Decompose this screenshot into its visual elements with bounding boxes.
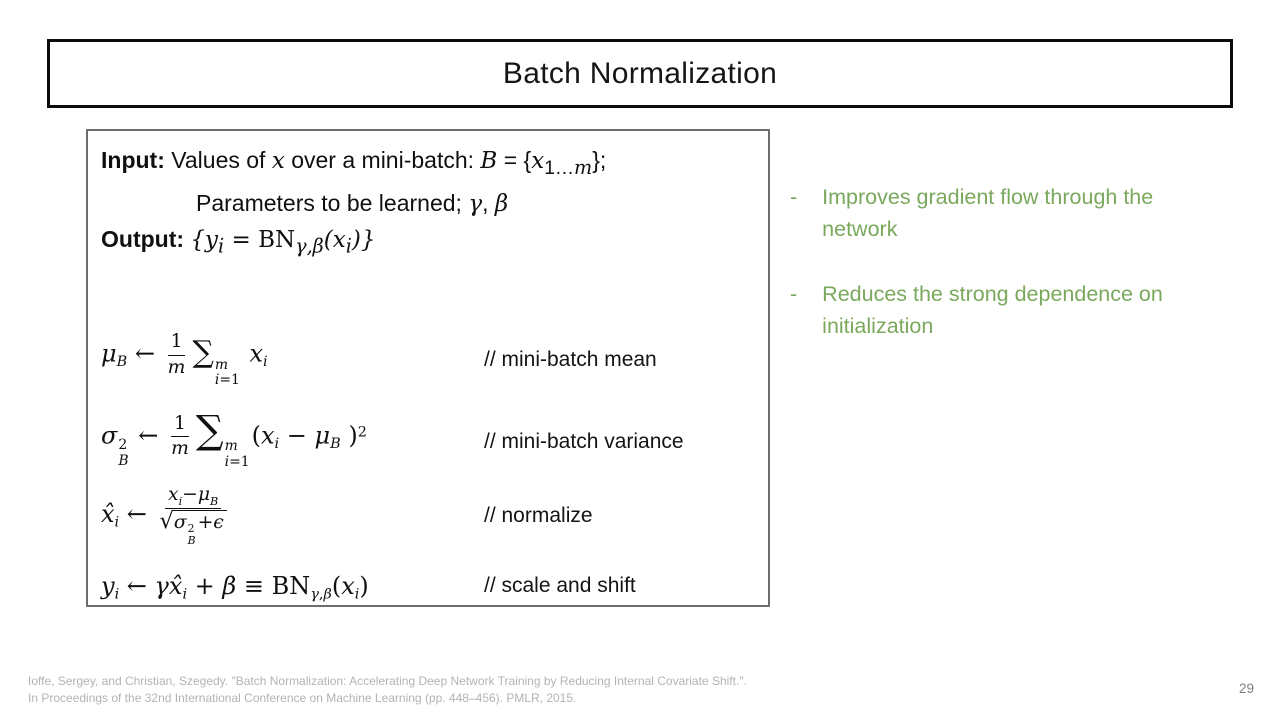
benefit-text: Reduces the strong dependence on initial… xyxy=(822,282,1163,338)
comment-mean: // mini-batch mean xyxy=(484,347,657,371)
comment-scale-shift: // scale and shift xyxy=(484,574,636,598)
dash-bullet-icon: - xyxy=(790,185,798,209)
benefit-item-initialization: - Reduces the strong dependence on initi… xyxy=(790,278,1210,342)
title-box: Batch Normalization xyxy=(47,39,1233,108)
io-line-input: Input: Values of x over a mini-batch: B … xyxy=(101,147,607,179)
io-line-parameters: Parameters to be learned; γ, β xyxy=(196,189,509,217)
comment-normalize: // normalize xyxy=(484,503,593,527)
citation-line-1: Ioffe, Sergey, and Christian, Szegedy. "… xyxy=(28,674,747,688)
comment-variance: // mini-batch variance xyxy=(484,429,684,453)
formula-scale-shift: yi ← γx̂i + β ≡ BNγ,β(xi) xyxy=(101,571,369,602)
page-number: 29 xyxy=(1238,681,1254,696)
citation-line-2: In Proceedings of the 32nd International… xyxy=(28,691,577,705)
algorithm-io-block: Input: Values of x over a mini-batch: B … xyxy=(101,143,756,263)
io-line-output: Output: {yi = BNγ,β(xi)} xyxy=(101,225,376,258)
benefit-text: Improves gradient flow through the netwo… xyxy=(822,185,1154,241)
slide-title: Batch Normalization xyxy=(502,56,778,90)
benefits-list: - Improves gradient flow through the net… xyxy=(790,181,1210,375)
step-scale-shift-row: yi ← γx̂i + β ≡ BNγ,β(xi) // scale and s… xyxy=(101,572,756,602)
citation: Ioffe, Sergey, and Christian, Szegedy. "… xyxy=(28,673,747,707)
dash-bullet-icon: - xyxy=(790,282,798,306)
benefit-item-gradient-flow: - Improves gradient flow through the net… xyxy=(790,181,1210,245)
algorithm-box: Input: Values of x over a mini-batch: B … xyxy=(86,129,770,607)
